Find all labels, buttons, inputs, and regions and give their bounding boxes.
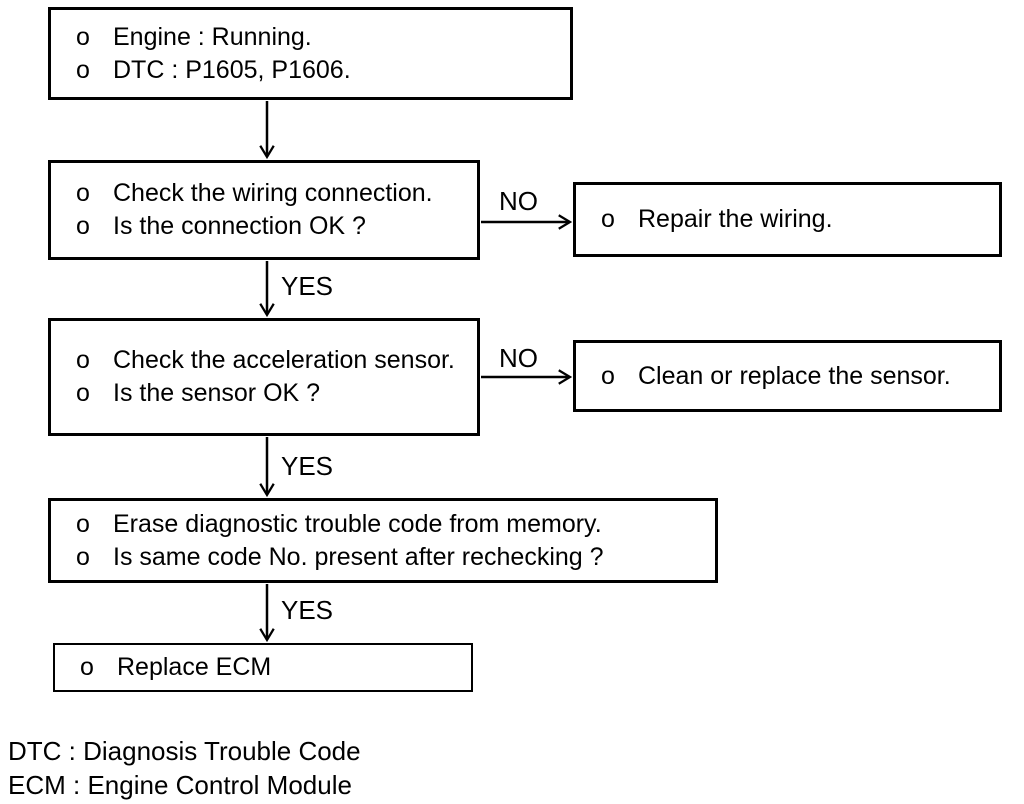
step-text: Check the acceleration sensor.: [113, 346, 455, 374]
list-item: o Is same code No. present after recheck…: [76, 541, 707, 574]
bullet-marker: o: [76, 22, 90, 51]
step-text: Is same code No. present after recheckin…: [113, 542, 604, 571]
legend-line-ecm: ECM : Engine Control Module: [8, 770, 352, 800]
node-clean-or-replace-sensor: o Clean or replace the sensor.: [573, 340, 1002, 412]
step-text: Check the wiring connection.: [113, 179, 433, 207]
bullet-marker: o: [76, 346, 90, 374]
bullet-marker: o: [76, 542, 90, 571]
bullet-marker: o: [76, 212, 90, 240]
list-item: o Engine : Running.: [76, 21, 562, 54]
node-erase-dtc: o Erase diagnostic trouble code from mem…: [48, 498, 718, 583]
list-item: o Is the sensor OK ?: [76, 377, 469, 410]
branch-label-yes-3: YES: [281, 595, 334, 625]
node-check-accel-sensor: o Check the acceleration sensor. o Is th…: [48, 318, 480, 436]
step-text: Erase diagnostic trouble code from memor…: [113, 509, 602, 538]
condition-engine: Engine : Running.: [113, 22, 312, 51]
node-start-conditions: o Engine : Running. o DTC : P1605, P1606…: [48, 7, 573, 100]
bullet-marker: o: [80, 653, 94, 681]
list-item: o Is the connection OK ?: [76, 210, 469, 243]
bullet-marker: o: [76, 55, 90, 84]
list-item: o DTC : P1605, P1606.: [76, 54, 562, 87]
list-item: o Check the acceleration sensor.: [76, 344, 469, 377]
step-text: Replace ECM: [117, 653, 272, 681]
branch-label-no-2: NO: [499, 343, 538, 373]
node-repair-wiring: o Repair the wiring.: [573, 182, 1002, 257]
bullet-marker: o: [601, 205, 615, 233]
condition-dtc: DTC : P1605, P1606.: [113, 55, 351, 84]
abbreviation-legend: DTC : Diagnosis Trouble Code ECM : Engin…: [8, 734, 361, 802]
list-item: o Repair the wiring.: [601, 203, 991, 236]
list-item: o Erase diagnostic trouble code from mem…: [76, 508, 707, 541]
node-replace-ecm: o Replace ECM: [53, 643, 473, 692]
node-check-wiring: o Check the wiring connection. o Is the …: [48, 160, 480, 260]
branch-label-yes-2: YES: [281, 451, 334, 481]
bullet-marker: o: [601, 361, 615, 390]
step-text: Repair the wiring.: [638, 205, 833, 233]
bullet-marker: o: [76, 509, 90, 538]
branch-label-no-1: NO: [499, 186, 538, 216]
legend-line-dtc: DTC : Diagnosis Trouble Code: [8, 736, 361, 766]
step-text: Is the sensor OK ?: [113, 379, 321, 407]
step-text: Is the connection OK ?: [113, 212, 366, 240]
list-item: o Clean or replace the sensor.: [601, 360, 991, 393]
list-item: o Check the wiring connection.: [76, 177, 469, 210]
bullet-marker: o: [76, 379, 90, 407]
branch-label-yes-1: YES: [281, 271, 334, 301]
bullet-marker: o: [76, 179, 90, 207]
list-item: o Replace ECM: [80, 651, 463, 684]
step-text: Clean or replace the sensor.: [638, 361, 951, 390]
